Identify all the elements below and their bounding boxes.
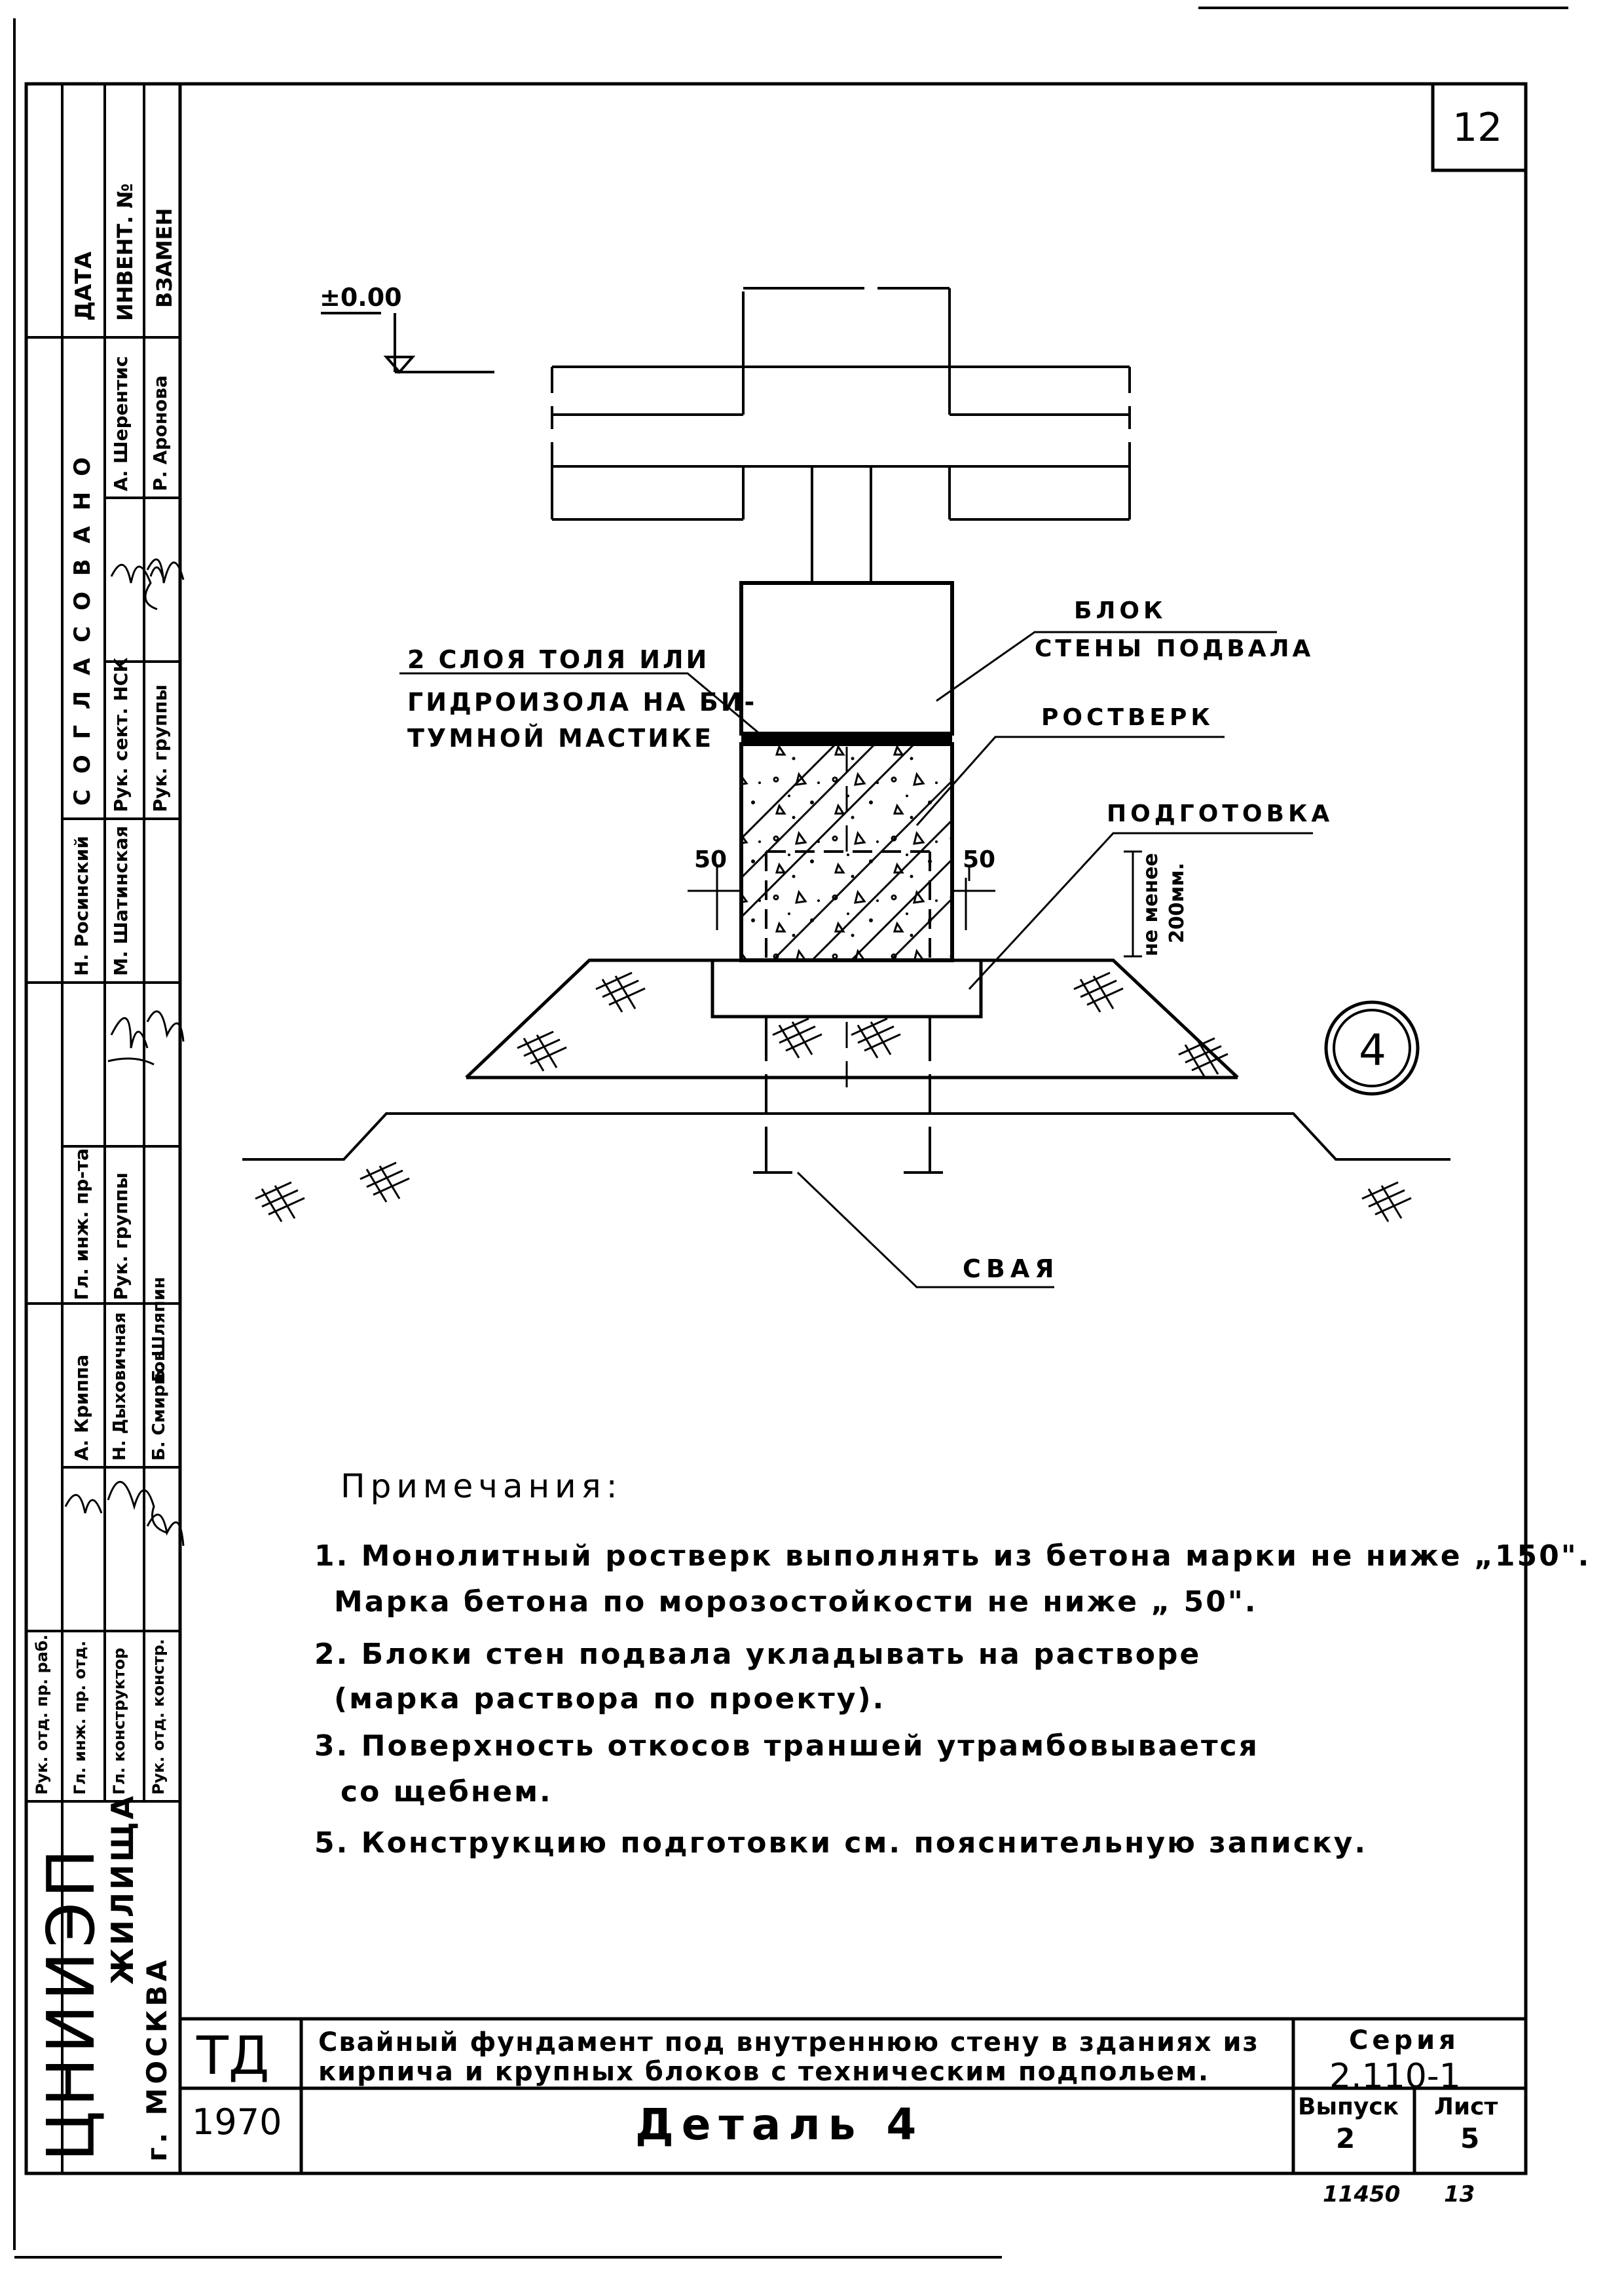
title-year: 1970 [192,2101,282,2143]
org-city: г. МОСКВА [141,1956,173,2162]
side-stamp-frame [26,84,180,2173]
stamp-dept-head: Рук. отд. пр. раб. [33,1634,51,1795]
issue-label: Выпуск [1298,2093,1399,2120]
stamp-dykhovichnaya: Н. Дыховичная [110,1312,130,1461]
sheet-border [13,7,1568,2259]
stamp-role-group2: Рук. группы [110,1172,132,1300]
label-preparation: ПОДГОТОВКА [1107,800,1334,827]
level-marker [321,312,494,375]
stamp-sherentis: А. Шерентис [110,356,132,491]
series-label: Серия [1349,2025,1460,2055]
stamp-agreed: С О Г Л А С О В А Н О [69,453,96,806]
series-value: 2.110-1 [1329,2057,1461,2096]
stamp-replace: ВЗАМЕН [152,208,177,308]
stamp-dept-constructor: Рук. отд. констр. [149,1638,168,1795]
label-waterproofing-3: ТУМНОЙ МАСТИКЕ [407,724,714,753]
min-depth-1: не менее [1139,853,1162,956]
stamp-chief-eng-dept: Гл. инж. пр. отд. [71,1640,89,1795]
stamp-inv: ИНВЕНТ. № [113,183,138,321]
note-line-3: 2. Блоки стен подвала укладывать на раст… [314,1638,1202,1671]
notes-heading: Примечания: [341,1467,623,1505]
signatures [64,558,185,1547]
stamp-krippa: А. Криппа [71,1354,92,1461]
title-code: ТД [196,2025,270,2086]
page-number-box [1431,82,1528,172]
inner-frame [24,82,1528,2175]
stamp-shlyapin: Б. Шляпин [149,1277,169,1382]
org-name: ЦНИИЭП [33,1845,109,2162]
sheet-label: Лист [1434,2093,1498,2120]
note-line-2: Марка бетона по морозостойкости не ниже … [334,1585,1258,1619]
dim-left: 50 [694,846,728,873]
detail-number: 4 [1359,1025,1386,1076]
stamp-number: 11450 [1323,2181,1401,2207]
label-waterproofing-1: 2 СЛОЯ ТОЛЯ ИЛИ [407,645,710,674]
stamp-chief-constructor: Гл. конструктор [110,1647,128,1795]
stamp-date: ДАТА [71,251,97,321]
note-line-6: со щебнем. [341,1775,553,1809]
note-line-4: (марка раствора по проекту). [334,1682,886,1716]
detail-circle [1324,1000,1420,1096]
min-depth-2: 200мм. [1166,862,1189,943]
label-pile: СВАЯ [963,1254,1060,1283]
note-line-5: 3. Поверхность откосов траншей утрамбовы… [314,1729,1259,1763]
stamp-role-sector: Рук. сект. НСК [110,657,132,812]
detail-name: Деталь 4 [635,2099,925,2150]
title-line-1: Свайный фундамент под внутреннюю стену в… [318,2027,1259,2057]
title-line-2: кирпича и крупных блоков с техническим п… [318,2057,1210,2087]
stamp-role-group1: Рук. группы [149,684,171,812]
page-number: 12 [1452,105,1503,151]
level-mark-label: ±0.00 [320,283,402,312]
label-waterproofing-2: ГИДРОИЗОЛА НА БИ- [407,688,758,717]
label-block: БЛОК [1074,597,1167,624]
label-block-line2: СТЕНЫ ПОДВАЛА [1035,635,1314,662]
sheet-value: 5 [1460,2122,1480,2154]
note-line-1: 1. Монолитный ростверк выполнять из бето… [314,1539,1591,1573]
issue-value: 2 [1336,2122,1356,2154]
note-line-7: 5. Конструкцию подготовки см. пояснитель… [314,1826,1368,1860]
stamp-chief-eng-project: Гл. инж. пр-та [71,1148,92,1300]
title-block-frame [180,2017,1526,2173]
leader-lines [399,631,1313,1288]
stamp-rosinsky: Н. Росинский [71,836,92,976]
label-grillage: РОСТВЕРК [1041,704,1214,731]
org-sub: ЖИЛИЩА [105,1793,140,1985]
stamp-aronova: Р. Аронова [149,375,171,491]
soil-hatching [255,971,1412,1222]
stamp-page: 13 [1444,2181,1475,2207]
stamp-shatinskaya: М. Шатинская [110,825,132,976]
foundation-drawing [242,287,1450,1174]
dim-right: 50 [963,846,996,873]
